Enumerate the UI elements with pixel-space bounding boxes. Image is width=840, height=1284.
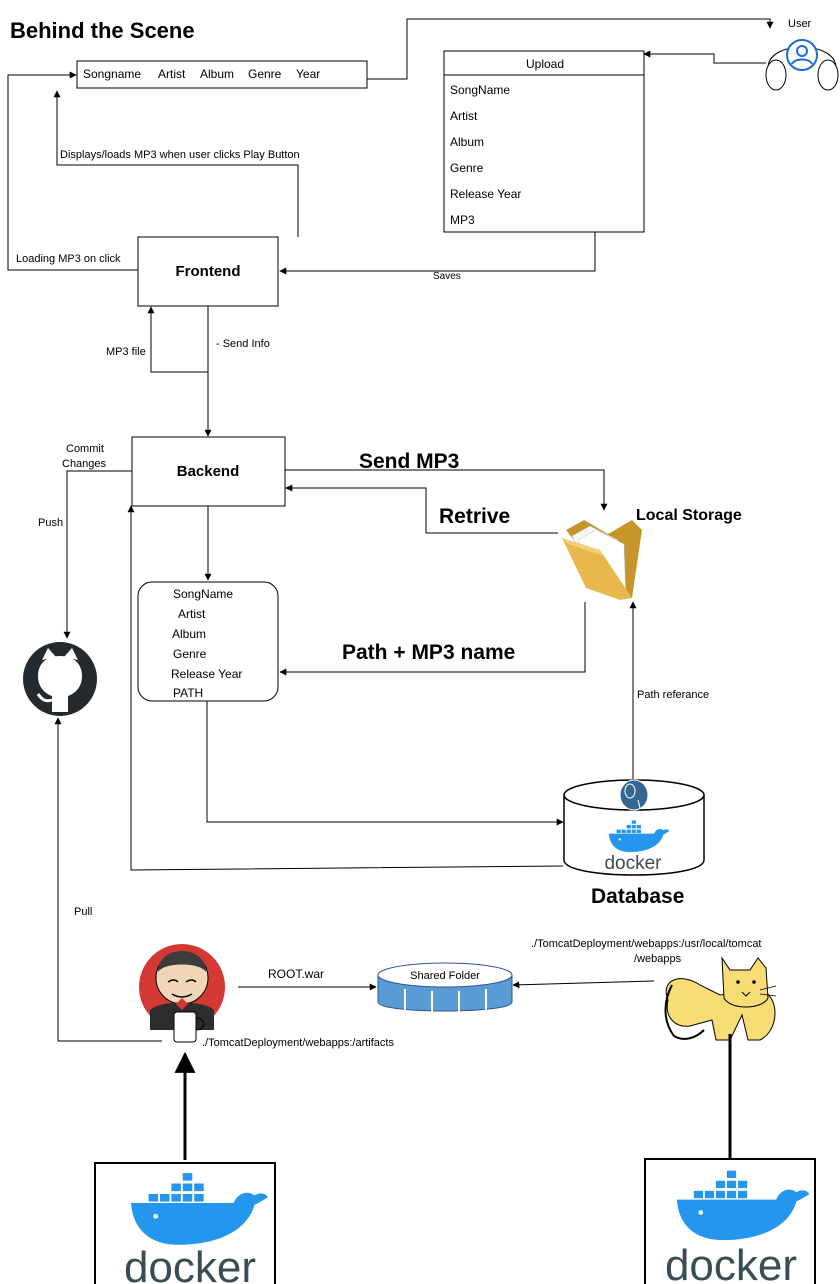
edge-user-to-upload	[643, 50, 766, 64]
shared-folder-label: Shared Folder	[410, 970, 480, 982]
shared-folder-node: Shared Folder	[377, 962, 513, 1013]
edge-backend-to-storage	[285, 469, 608, 511]
jenkins-icon	[139, 944, 225, 1043]
edge-label-retrive: Retrive	[439, 505, 510, 528]
edge-storage-to-backend	[285, 484, 558, 534]
edge-metadata-to-database	[206, 701, 564, 826]
upload-field-artist: Artist	[450, 109, 478, 123]
docker-left-text: docker	[124, 1243, 256, 1284]
frontend-label: Frontend	[176, 263, 241, 280]
edge-label-push: Push	[38, 517, 63, 529]
metadata-field-path: PATH	[173, 686, 203, 700]
database-docker-text: docker	[604, 853, 662, 874]
edge-label-send-info: - Send Info	[216, 338, 270, 350]
metadata-field-release-year: Release Year	[171, 667, 242, 681]
upload-title: Upload	[526, 57, 564, 71]
upload-field-mp3: MP3	[450, 213, 475, 227]
database-label: Database	[591, 885, 684, 908]
edge-label-commit-1: Commit	[66, 443, 104, 455]
edge-label-root-war: ROOT.war	[268, 967, 324, 981]
upload-field-genre: Genre	[450, 161, 484, 175]
backend-label: Backend	[177, 463, 240, 480]
edge-label-path-ref: Path referance	[637, 689, 709, 701]
edge-label-loading: Loading MP3 on click	[16, 253, 121, 265]
edge-jenkins-to-github	[54, 717, 162, 1042]
edge-label-send-mp3: Send MP3	[359, 450, 459, 473]
upload-form: Upload SongName Artist Album Genre Relea…	[443, 50, 645, 233]
upload-field-album: Album	[450, 135, 484, 149]
backend-node: Backend	[131, 436, 286, 507]
edge-frontend-loading	[7, 71, 138, 271]
edge-frontend-displays	[53, 90, 299, 237]
header-bar: Songname Artist Album Genre Year	[76, 60, 368, 89]
folder-icon	[562, 520, 642, 600]
edge-tomcat-to-shared	[512, 980, 655, 989]
metadata-field-genre: Genre	[173, 647, 207, 661]
docker-right-node: docker	[644, 1158, 816, 1284]
user-icon	[786, 39, 818, 71]
metadata-box: SongName Artist Album Genre Release Year…	[137, 581, 279, 702]
user-label: User	[788, 18, 812, 30]
postgres-icon	[619, 779, 649, 811]
edge-label-mp3-file: MP3 file	[106, 346, 146, 358]
edge-label-tomcat-mount-1: ./TomcatDeployment/webapps:/usr/local/to…	[531, 938, 762, 950]
metadata-field-artist: Artist	[178, 607, 206, 621]
edge-storage-to-metadata	[279, 602, 586, 676]
edge-backend-to-github	[63, 470, 132, 639]
edge-header-to-user	[367, 18, 774, 80]
local-storage-label: Local Storage	[636, 507, 742, 524]
edge-label-commit-2: Changes	[62, 458, 107, 470]
edge-database-to-backend	[127, 505, 564, 871]
header-item-artist: Artist	[158, 67, 186, 81]
edge-label-tomcat-mount-2: /webapps	[634, 953, 682, 965]
edge-label-jenkins-mount: ./TomcatDeployment/webapps:/artifacts	[202, 1037, 394, 1049]
edge-backend-to-frontend	[147, 306, 208, 373]
tomcat-icon	[664, 956, 777, 1041]
github-icon	[23, 642, 97, 716]
docker-right-text: docker	[665, 1241, 797, 1284]
header-item-album: Album	[200, 67, 234, 81]
metadata-field-album: Album	[172, 627, 206, 641]
page-title: Behind the Scene	[10, 18, 195, 43]
header-item-songname: Songname	[83, 67, 141, 81]
user-node: User	[765, 18, 839, 91]
docker-left-node: docker	[94, 1162, 276, 1284]
upload-field-songname: SongName	[450, 83, 510, 97]
edge-label-displays: Displays/loads MP3 when user clicks Play…	[60, 149, 300, 161]
local-storage-node: Local Storage	[562, 507, 742, 600]
edge-label-path-mp3: Path + MP3 name	[342, 641, 515, 664]
header-item-year: Year	[296, 67, 320, 81]
metadata-field-songname: SongName	[173, 587, 233, 601]
upload-field-release-year: Release Year	[450, 187, 521, 201]
edge-upload-to-frontend	[279, 232, 596, 275]
frontend-node: Frontend	[137, 236, 279, 307]
header-item-genre: Genre	[248, 67, 282, 81]
edge-label-pull: Pull	[74, 906, 92, 918]
database-node: docker Database	[563, 779, 705, 908]
edge-label-saves: Saves	[433, 271, 461, 282]
